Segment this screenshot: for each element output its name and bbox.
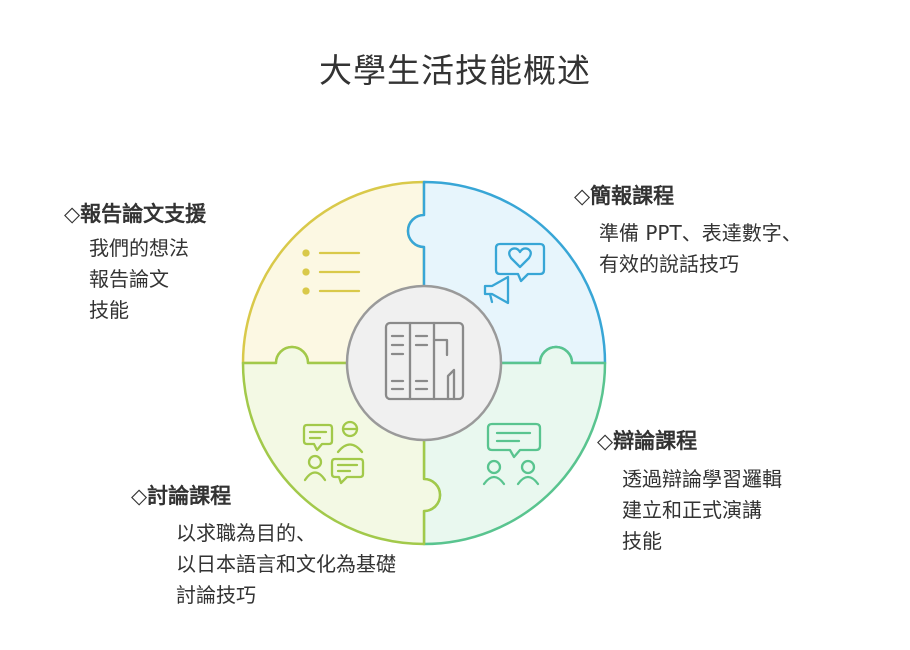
section-heading-presentation: ◇簡報課程 <box>574 184 675 208</box>
section-discussion: ◇討論課程 以求職為目的、 以日本語言和文化為基礎 討論技巧 <box>131 481 396 611</box>
page-title: 大學生活技能概述 <box>319 51 591 90</box>
section-presentation: ◇簡報課程 準備 PPT、表達數字、 有效的說話技巧 <box>574 181 802 280</box>
section-heading-discussion: ◇討論課程 <box>131 484 232 508</box>
building-icon <box>384 321 465 401</box>
chat-users-icon <box>482 422 542 486</box>
group-discussion-icon <box>302 420 365 485</box>
section-body-discussion: 以求職為目的、 以日本語言和文化為基礎 討論技巧 <box>176 521 396 607</box>
section-heading-report: ◇報告論文支援 <box>64 202 207 226</box>
section-body-debate: 透過辯論學習邏輯 建立和正式演講 技能 <box>622 467 782 553</box>
megaphone-heart-icon <box>483 242 546 305</box>
section-body-report: 我們的想法 報告論文 技能 <box>89 236 189 322</box>
section-body-presentation: 準備 PPT、表達數字、 有效的說話技巧 <box>599 221 802 276</box>
section-report-support: ◇報告論文支援 我們的想法 報告論文 技能 <box>64 199 206 326</box>
section-heading-debate: ◇辯論課程 <box>597 429 698 453</box>
list-icon <box>302 249 361 295</box>
section-debate: ◇辯論課程 透過辯論學習邏輯 建立和正式演講 技能 <box>597 426 782 557</box>
center-circle <box>345 284 503 442</box>
